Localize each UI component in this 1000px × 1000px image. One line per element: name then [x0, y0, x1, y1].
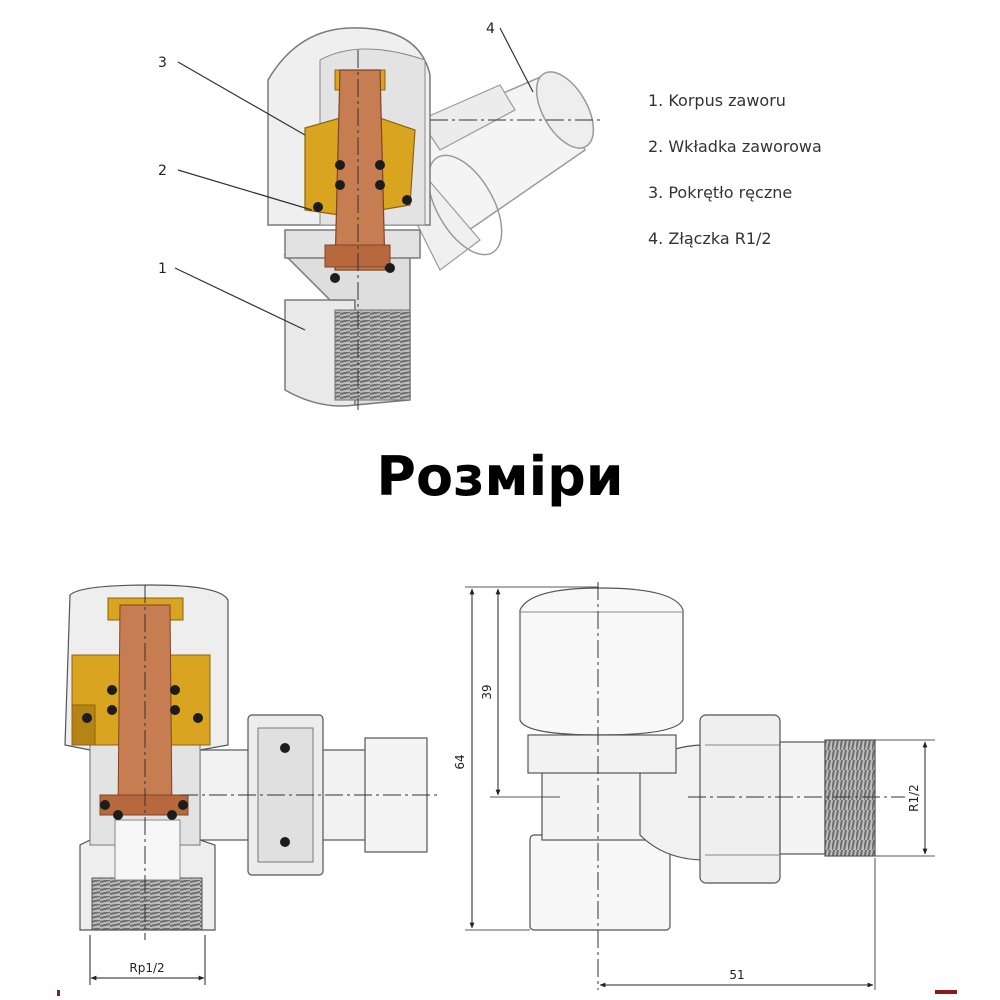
- legend-item-2: 2. Wkładka zaworowa: [648, 137, 822, 156]
- legend-item-1: 1. Korpus zaworu: [648, 91, 786, 110]
- valve-body-cutaway: [283, 229, 421, 407]
- callout-4: 4: [486, 21, 495, 37]
- section-title: Розміри: [376, 445, 623, 508]
- legend-item-3: 3. Pokrętło ręczne: [648, 183, 792, 202]
- dim-r-thread: R1/2: [907, 784, 921, 812]
- page-marker-left: [57, 990, 60, 996]
- page-marker-right: [935, 990, 957, 994]
- legend-item-4: 4. Złączka R1/2: [648, 229, 772, 248]
- dim-cap-height: 39: [480, 684, 494, 699]
- callout-1: 1: [158, 261, 167, 277]
- cutaway-illustration: [267, 27, 600, 410]
- valve-insert-cutaway: [304, 69, 416, 283]
- dim-width: 51: [729, 968, 744, 982]
- callout-2: 2: [158, 163, 167, 179]
- callouts: 3 2 1 4: [158, 21, 534, 331]
- dim-total-height: 64: [453, 754, 467, 769]
- legend: 1. Korpus zaworu 2. Wkładka zaworowa 3. …: [648, 91, 822, 248]
- exterior-view: 64 39 R1/2 51: [453, 582, 935, 990]
- dim-rp-thread: Rp1/2: [129, 961, 164, 975]
- section-view: Rp1/2: [64, 584, 440, 985]
- callout-3: 3: [158, 55, 167, 71]
